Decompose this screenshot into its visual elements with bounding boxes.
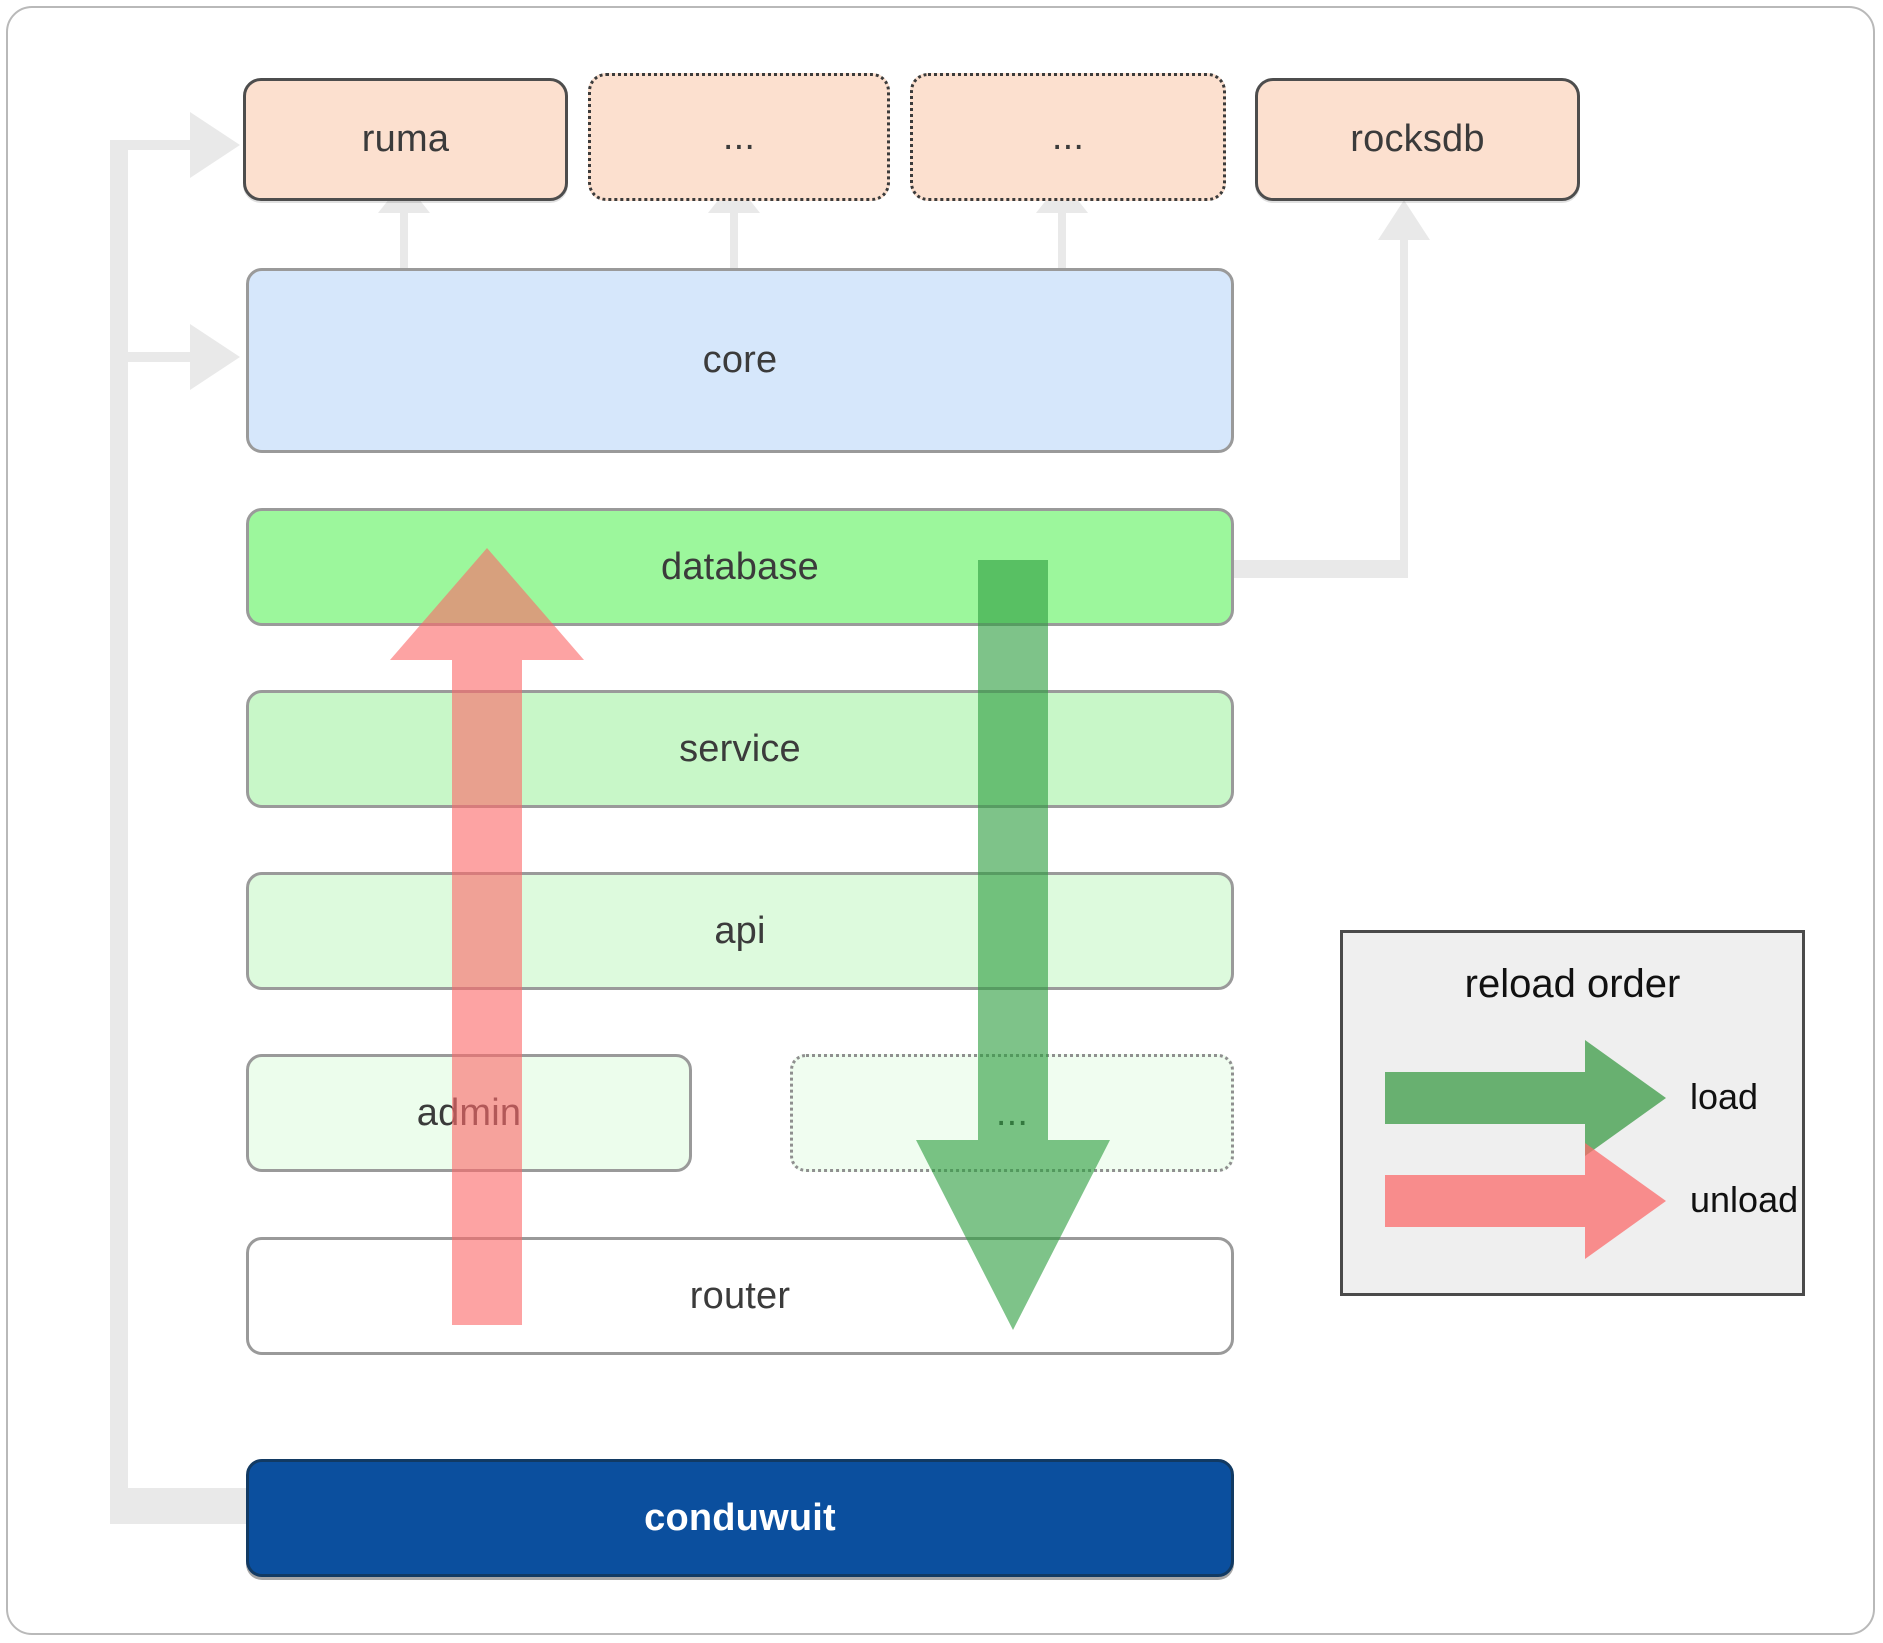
layer-label-router: router [689, 1274, 791, 1317]
dependency-node-rocksdb[interactable]: rocksdb [1255, 78, 1580, 201]
dependency-node-ruma[interactable]: ruma [243, 78, 568, 201]
layer-node-admin-placeholder[interactable]: ... [790, 1054, 1234, 1172]
legend-label-load: load [1690, 1076, 1759, 1117]
dependency-label-placeholder-1: ... [722, 115, 756, 158]
layer-node-api[interactable]: api [246, 872, 1234, 990]
dependency-label-rocksdb: rocksdb [1350, 118, 1485, 160]
layer-label-database: database [661, 545, 819, 588]
layer-node-core[interactable]: core [246, 268, 1234, 453]
layer-node-admin[interactable]: admin [246, 1054, 692, 1172]
layer-label-admin-placeholder: ... [995, 1091, 1029, 1134]
layer-label-service: service [679, 727, 801, 770]
legend-title: reload order [1464, 962, 1681, 1006]
layer-label-admin: admin [416, 1091, 522, 1134]
layer-label-core: core [702, 339, 778, 381]
main-node-conduwuit[interactable]: conduwuit [246, 1459, 1234, 1577]
diagram-frame [6, 6, 1875, 1635]
layer-node-database[interactable]: database [246, 508, 1234, 626]
dependency-node-placeholder-1[interactable]: ... [588, 73, 890, 201]
layer-label-api: api [714, 909, 766, 952]
dependency-node-placeholder-2[interactable]: ... [910, 73, 1226, 201]
legend-label-unload: unload [1690, 1179, 1799, 1220]
dependency-label-placeholder-2: ... [1051, 115, 1085, 158]
layer-node-service[interactable]: service [246, 690, 1234, 808]
dependency-label-ruma: ruma [361, 118, 450, 160]
main-node-label: conduwuit [644, 1496, 836, 1539]
layer-node-router[interactable]: router [246, 1237, 1234, 1355]
